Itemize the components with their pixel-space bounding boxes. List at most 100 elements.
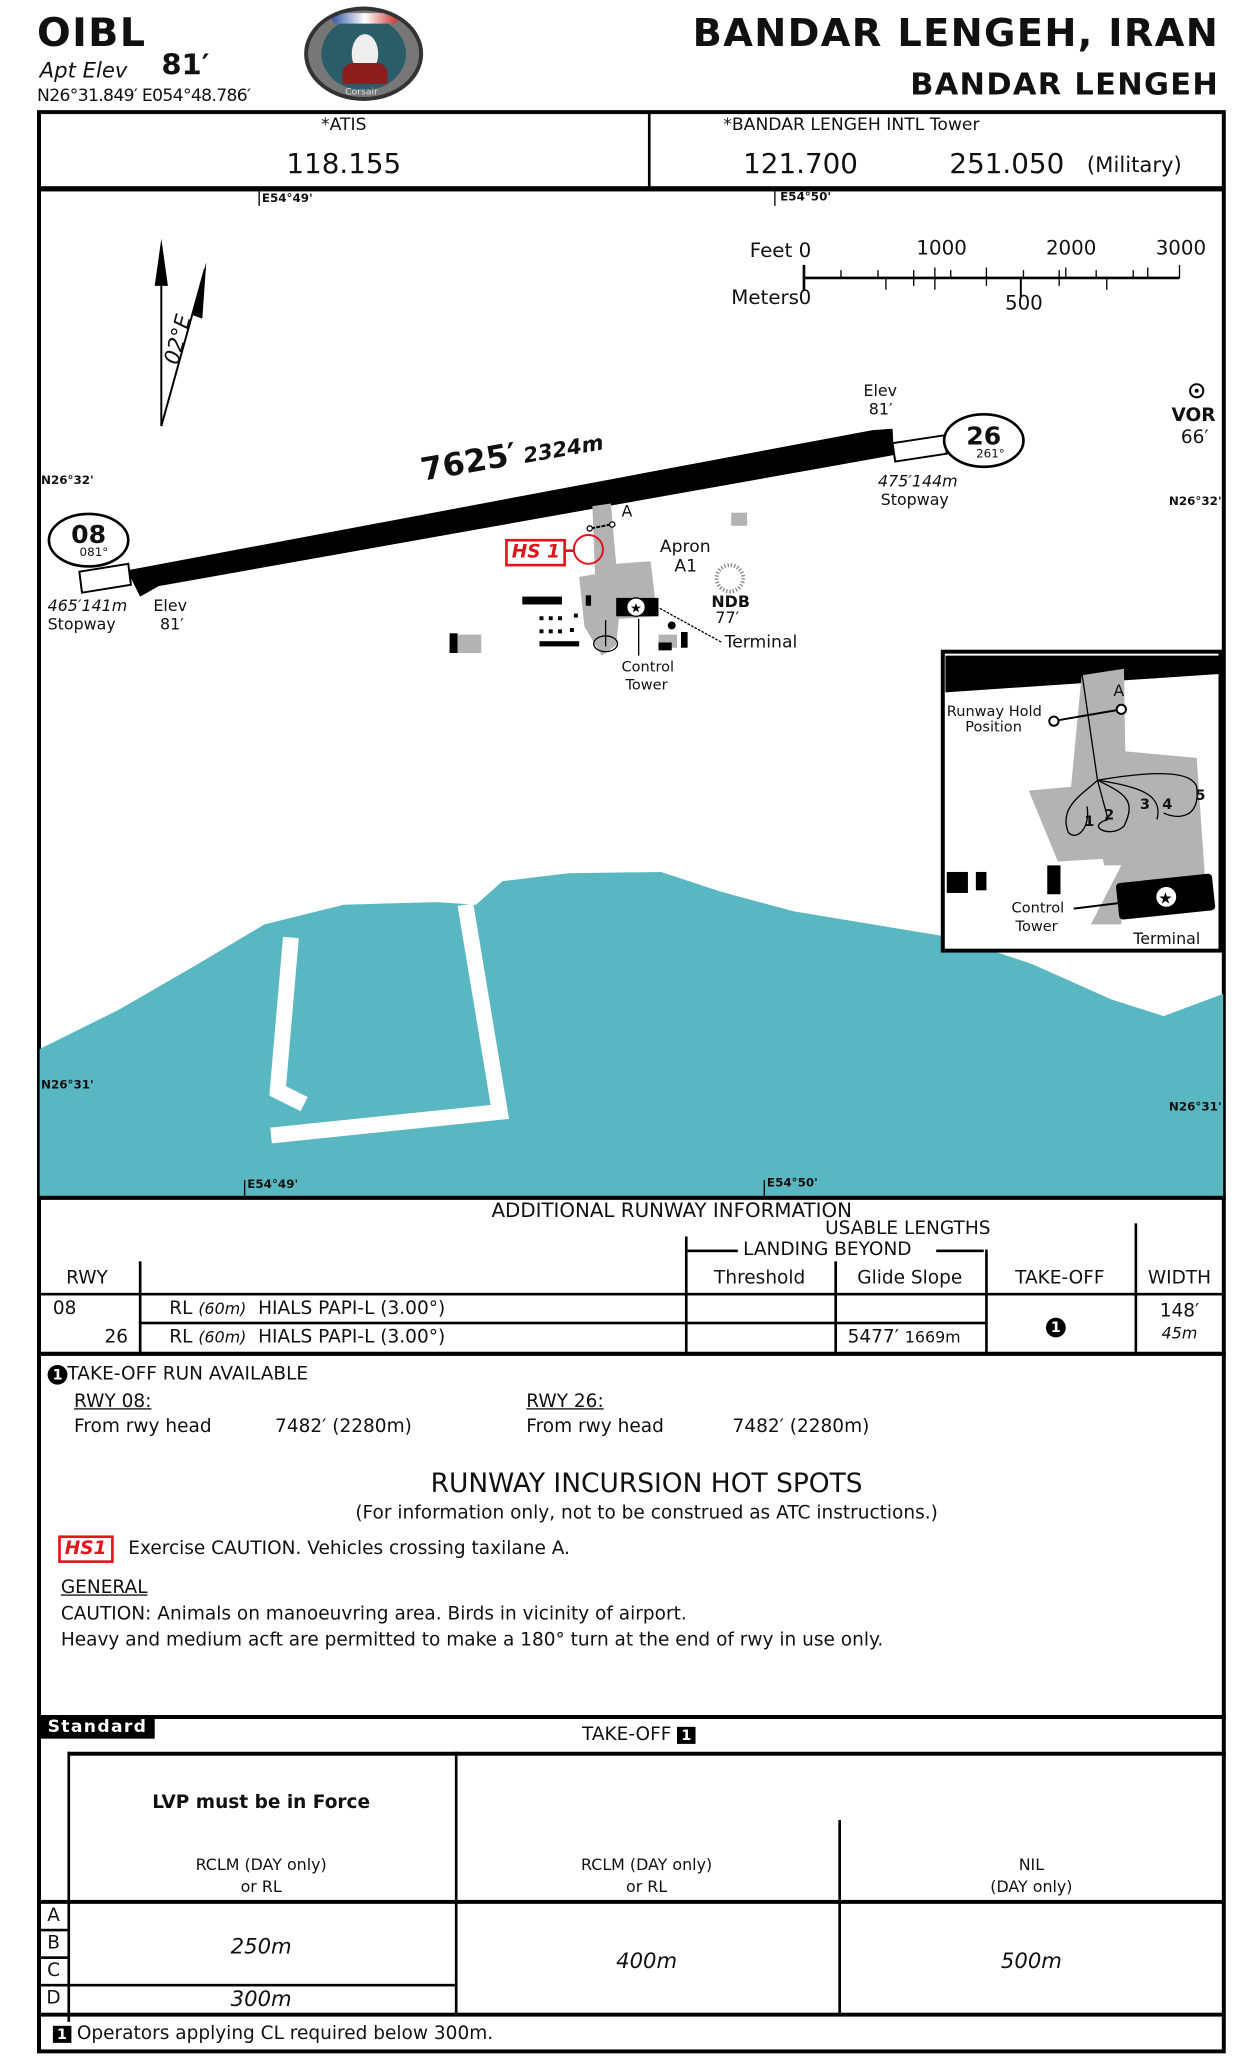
takeoff-footnote: 1 Operators applying CL required below 3… [52, 2023, 493, 2044]
category-c: C [47, 1960, 61, 1982]
usable-lengths-label: USABLE LENGTHS [825, 1218, 991, 1240]
inset-tower-label: Control [1011, 899, 1065, 917]
atis-label: *ATIS [321, 115, 367, 136]
elev-08-label: Elev [153, 596, 187, 615]
category-a: A [47, 1905, 60, 1927]
ndb-label: NDB [711, 592, 750, 612]
apron-name: A1 [674, 557, 698, 577]
category-d: D [46, 1987, 61, 2009]
rwy-26-number: 26 [966, 422, 1002, 452]
tora-rwy26-value: 7482′ (2280m) [732, 1416, 870, 1438]
taxiway-a-label: A [621, 502, 633, 521]
hs1-badge: HS1 [58, 1535, 114, 1563]
inset-taxiway-a: A [1113, 681, 1125, 701]
col3-header: (DAY only) [990, 1877, 1073, 1896]
icao-code: OIBL [37, 10, 147, 57]
grid-label: N26°32' [40, 474, 94, 488]
rwy-26-heading: 261° [976, 448, 1005, 462]
hotspot-hs1-label[interactable]: HS 1 [505, 538, 567, 567]
scale-tick: 3000 [1155, 236, 1207, 260]
scale-tick: 0 [798, 238, 812, 263]
apron-label: Apron [659, 537, 711, 558]
ndb-icon [714, 563, 746, 594]
tora-rwy08-from: From rwy head [74, 1416, 212, 1438]
svg-text:★: ★ [630, 601, 642, 616]
airport-coords: N26°31.849′ E054°48.786′ [37, 86, 251, 107]
atis-frequency: 118.155 [286, 148, 402, 180]
abc-rvr: 250m [230, 1934, 292, 1959]
lvp-note: LVP must be in Force [152, 1792, 371, 1814]
rwy-08-heading: 081° [79, 546, 109, 560]
notes-section [37, 1351, 1226, 1719]
grid-label: N26°31' [1168, 1101, 1222, 1115]
runway-width: 148′ [1159, 1300, 1200, 1322]
col3-header: NIL [1018, 1855, 1045, 1874]
runway-width-m: 45m [1161, 1324, 1198, 1343]
general-note-1: CAUTION: Animals on manoeuvring area. Bi… [60, 1603, 687, 1625]
col2-header: RCLM (DAY only) [581, 1855, 713, 1874]
col-rwy: RWY [66, 1267, 108, 1289]
d-rvr: 300m [230, 1986, 292, 2012]
grid-label: N26°31' [40, 1079, 94, 1093]
scale-tick: 500 [1004, 291, 1043, 315]
grid-label: E54°49' [261, 192, 313, 206]
col-threshold: Threshold [714, 1267, 806, 1289]
land-strip [269, 936, 308, 1112]
runway-08-26 [126, 428, 894, 597]
turn-spot: 5 [1195, 786, 1206, 804]
turn-spot: 2 [1104, 806, 1115, 824]
ndb-elev: 77′ [715, 608, 740, 627]
row-26-lights: RL (60m) HIALS PAPI-L (3.00°) [169, 1326, 446, 1348]
apt-elev-value: 81′ [161, 49, 210, 83]
row-08-rwy: 08 [52, 1298, 77, 1320]
elev-26-value: 81′ [868, 399, 893, 419]
city-title: BANDAR LENGEH, IRAN [692, 10, 1220, 56]
stopway-08 [78, 562, 133, 594]
stopway-26-length: 475′144m [878, 472, 958, 491]
row-08-lights: RL (60m) HIALS PAPI-L (3.00°) [169, 1298, 446, 1320]
vor-label: VOR [1171, 405, 1216, 427]
scale-tick: 0 [798, 285, 812, 310]
col2-rvr: 400m [616, 1948, 678, 1974]
water-area [39, 871, 1224, 1196]
col2-header: or RL [626, 1877, 668, 1896]
turn-spot: 4 [1162, 795, 1173, 813]
hs1-text: Exercise CAUTION. Vehicles crossing taxi… [128, 1538, 570, 1560]
terminal-label: Terminal [724, 633, 798, 653]
tora-rwy08-value: 7482′ (2280m) [275, 1416, 412, 1438]
vor-elev: 66′ [1180, 427, 1209, 449]
col1-header: RCLM (DAY only) [195, 1855, 327, 1874]
inset-terminal-label: Terminal [1133, 929, 1201, 948]
takeoff-title: TAKE-OFF 1 [37, 1724, 1240, 1745]
hotspots-subtitle: (For information only, not to be constru… [355, 1502, 938, 1524]
true-north-arrow-icon [154, 238, 168, 286]
control-tower-label: Tower [625, 676, 668, 694]
land-strip [270, 903, 510, 1144]
stopway-26 [891, 434, 948, 463]
control-tower-label: Control [621, 658, 675, 676]
general-title: GENERAL [60, 1577, 148, 1599]
scale-tick: 1000 [916, 236, 967, 260]
stopway-26-label: Stopway [880, 490, 949, 509]
stopway-08-label: Stopway [47, 614, 116, 634]
inset-tower-label: Tower [1015, 917, 1058, 935]
row-26-glide: 5477′ 1669m [847, 1326, 961, 1348]
col3-rvr: 500m [1000, 1948, 1062, 1974]
taxi-turn-paths [1065, 671, 1198, 836]
takeoff-note-icon: 1 [1045, 1313, 1066, 1338]
col-glide-slope: Glide Slope [857, 1267, 963, 1289]
category-b: B [47, 1932, 60, 1954]
corsair-logo: Corsair [304, 6, 424, 101]
general-note-2: Heavy and medium acft are permitted to m… [60, 1629, 884, 1651]
col-takeoff: TAKE-OFF [1015, 1267, 1105, 1289]
rwy-26-label-oval [942, 413, 1025, 469]
tora-rwy26-from: From rwy head [526, 1416, 664, 1438]
scale-tick: 2000 [1045, 236, 1097, 260]
airport-title: BANDAR LENGEH [910, 68, 1220, 103]
grid-label: E54°49' [247, 1178, 299, 1192]
col-width: WIDTH [1147, 1267, 1212, 1289]
grid-label: N26°32' [1168, 495, 1222, 509]
